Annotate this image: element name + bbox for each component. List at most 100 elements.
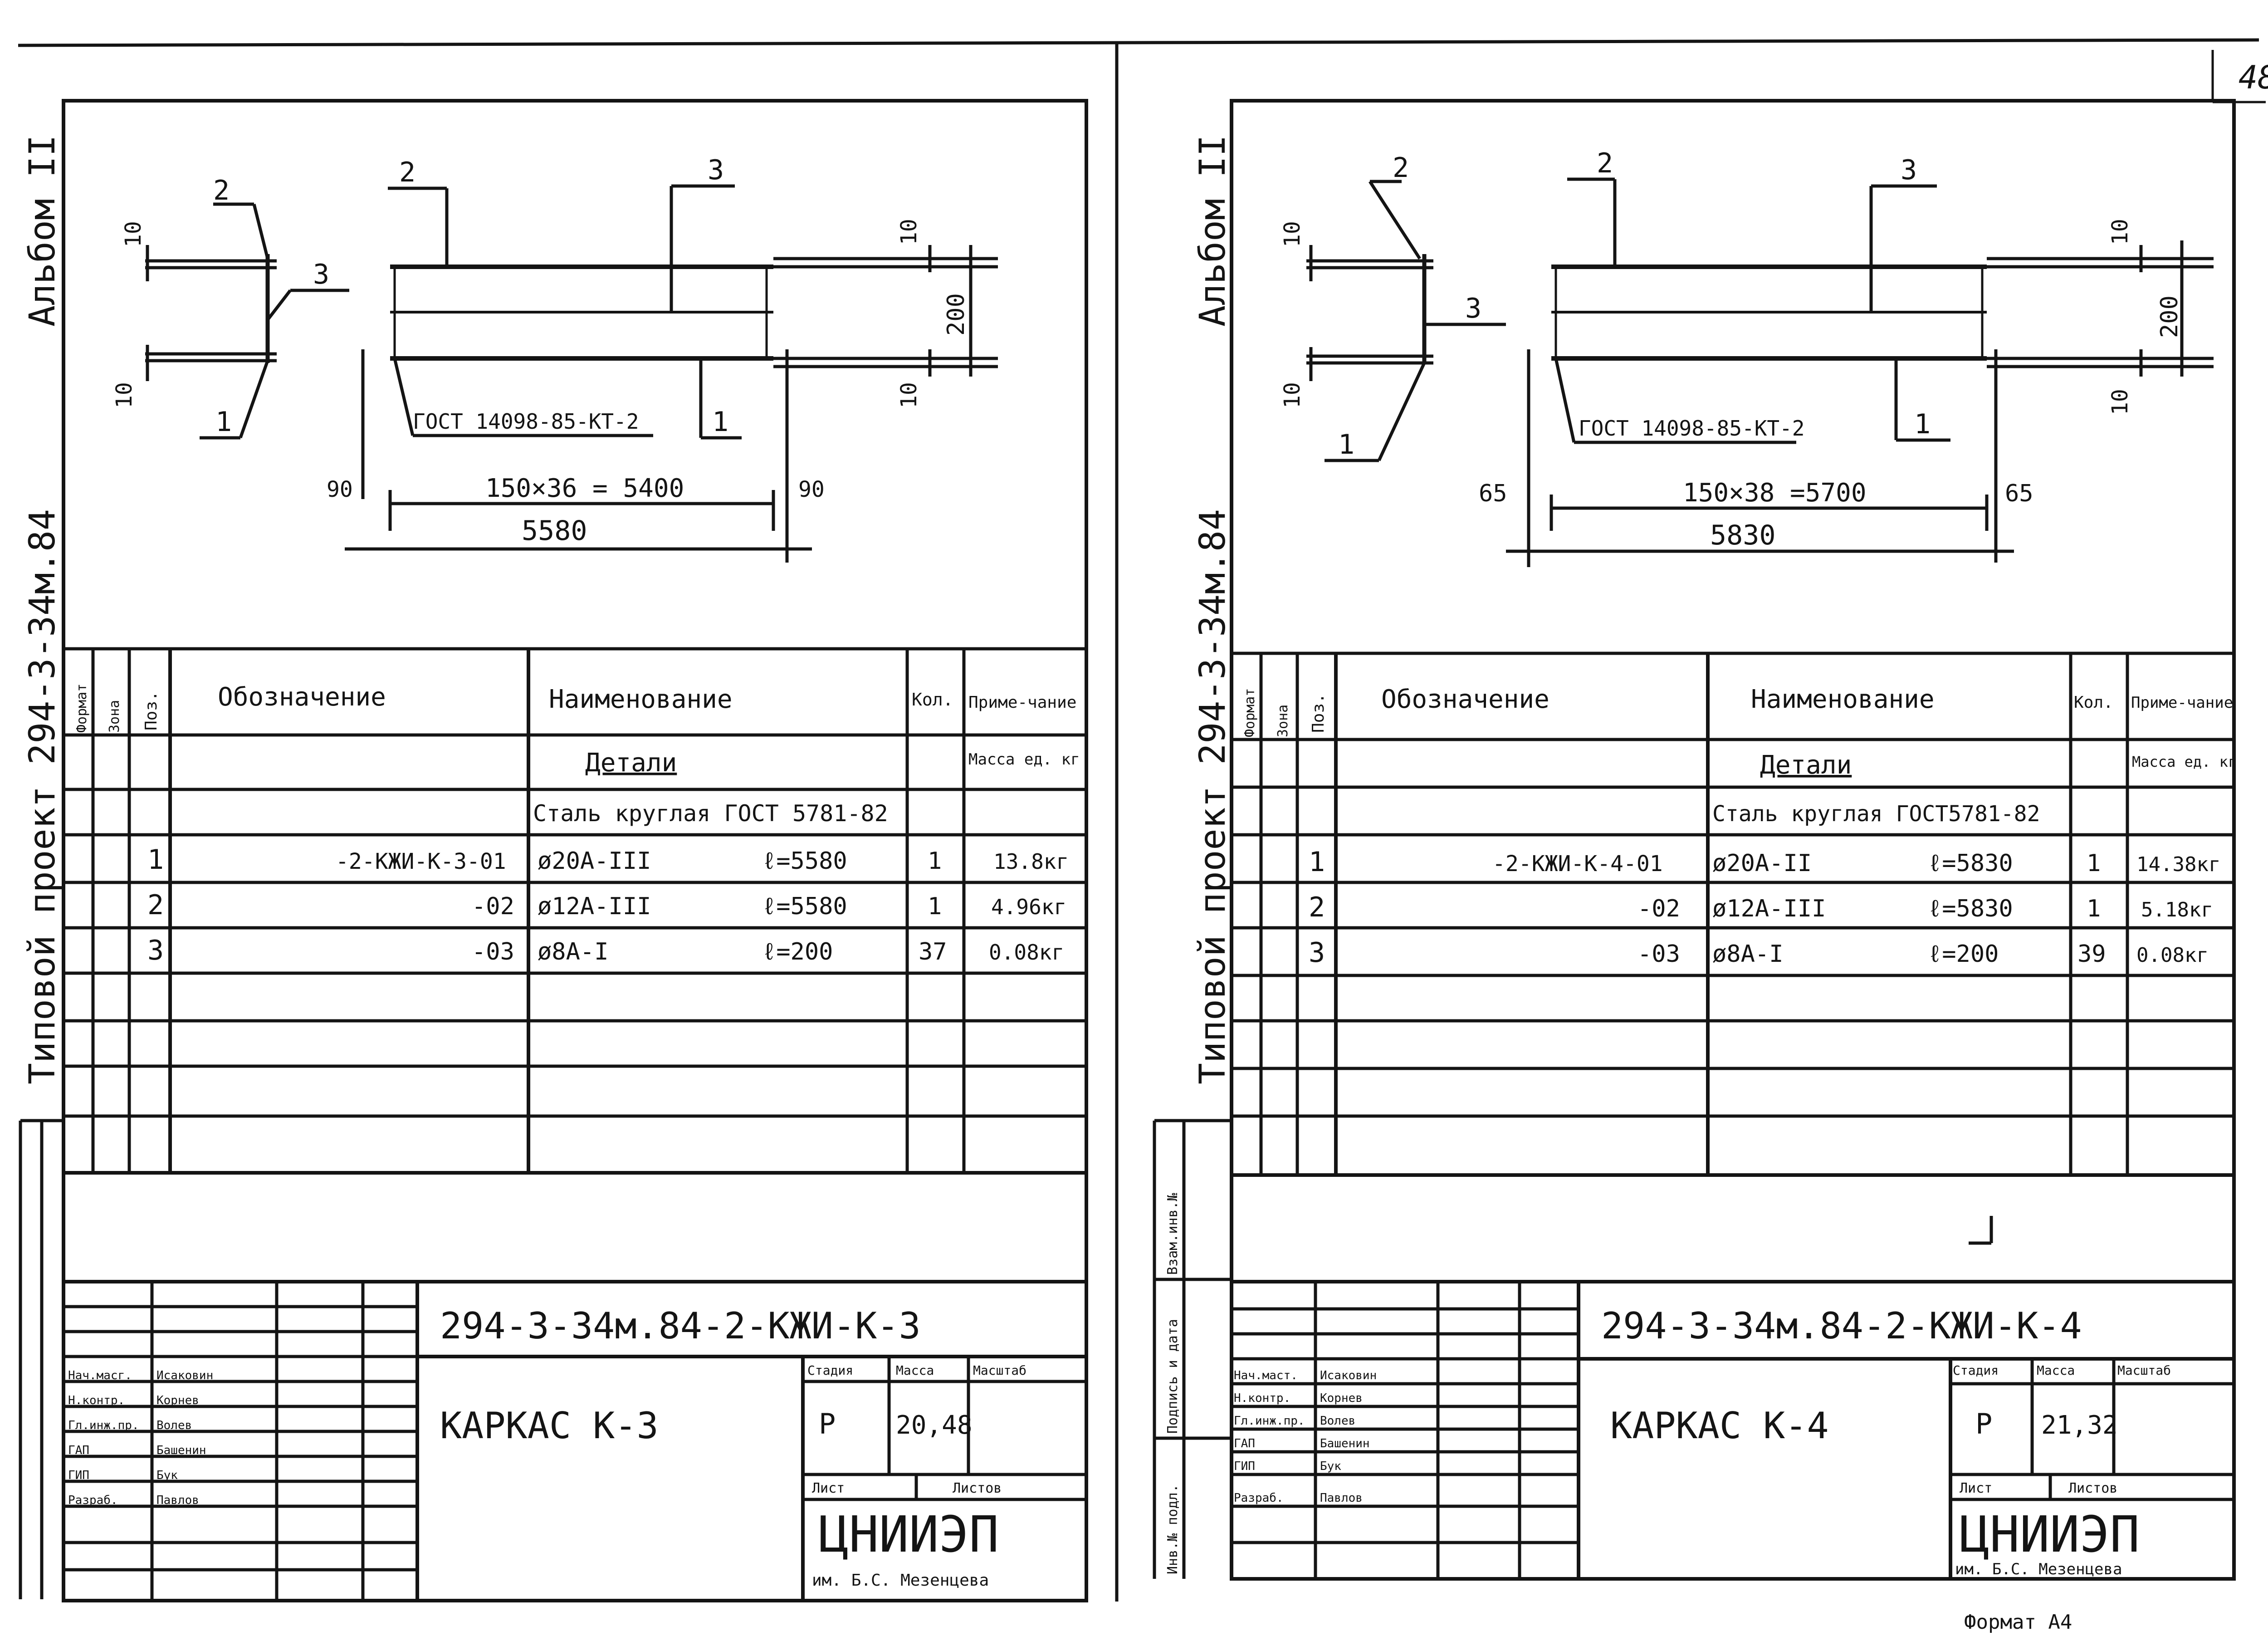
r-material-row: Сталь круглая ГОСТ5781-82 [1712,801,2040,827]
col-designation: Обозначение [218,682,386,712]
stage-value: Р [819,1407,836,1440]
r-pos-2-callout-side: 2 [1597,147,1613,179]
name-6: Павлов [156,1494,199,1507]
r-role-3: Гл.инж.пр. [1234,1414,1305,1428]
mass-header: Масса ед. кг [968,750,1080,769]
r-col-format: Формат [1242,688,1258,737]
right-end-view [1306,180,1506,462]
r-dim-overall: 5830 [1710,519,1776,551]
r-row2-qty: 1 [2087,895,2101,922]
r-row2-pos: 2 [1309,891,1325,923]
doc-code: 294-3-34м.84-2-КЖИ-К-3 [440,1305,921,1347]
pos-2-callout: 2 [213,175,230,206]
row2-pos: 2 [147,889,164,921]
role-4: ГАП [68,1444,89,1457]
r-mass-header: Масса ед. кг [2132,753,2237,770]
r-row3-pos: 3 [1309,937,1325,969]
r-col-note: Приме-чание [2131,694,2233,712]
project-label-left: Типовой проект 294-3-34м.84 [22,509,63,1084]
r-dim-end-right: 65 [2005,480,2033,507]
row3-mass: 0.08кг [989,940,1064,965]
org-name: ЦНИИЭП [819,1505,999,1563]
row2-qty: 1 [928,893,942,920]
left-end-view [145,202,349,440]
r-row2-designation: -02 [1637,895,1680,922]
pos-1-callout-side: 1 [712,406,728,438]
pos-2-callout-side: 2 [399,157,415,188]
col-note: Приме-чание [968,693,1076,712]
right-sheet-frame [1230,99,2236,1581]
album-label-left: Альбом II [22,135,63,327]
r-name-1: Исаковин [1320,1369,1377,1382]
album-label-right: Альбом II [1193,135,1233,327]
scale-label: Масштаб [973,1363,1026,1378]
r-row1-length: ℓ=5830 [1928,850,2013,877]
row3-name: ø8А-I [538,938,609,965]
org-sub: им. Б.С. Мезенцева [812,1571,989,1590]
pos-3-callout: 3 [313,259,329,290]
r-col-designation: Обозначение [1381,685,1549,714]
row2-designation: -02 [472,893,514,920]
role-6: Разраб. [68,1494,118,1507]
r-pos-3-callout: 3 [1465,293,1481,324]
r-role-1: Нач.маст. [1234,1369,1298,1382]
col-qty: Кол. [912,690,953,710]
r-dim-10-top: 10 [1280,221,1305,247]
mass-label: Масса [896,1363,934,1378]
r-name-6: Павлов [1320,1491,1363,1505]
dim-end-right: 90 [798,477,825,502]
r-row1-qty: 1 [2087,850,2101,877]
r-role-2: Н.контр. [1234,1391,1290,1405]
r-stage-value: Р [1975,1407,1992,1440]
r-pos-1-callout: 1 [1338,429,1354,460]
name-1: Исаковин [156,1369,213,1382]
row3-pos: 3 [147,935,164,966]
r-org-name: ЦНИИЭП [1960,1505,2140,1563]
r-mass-label: Масса [2037,1363,2075,1378]
r-name-5: Бук [1320,1460,1341,1473]
r-row3-length: ℓ=200 [1928,940,1999,968]
r-col-zone: Зона [1275,705,1291,737]
mass-value: 20,48 [896,1411,973,1440]
role-3: Гл.инж.пр. [68,1419,139,1432]
r-row3-name: ø8А-I [1712,940,1784,968]
r-row3-mass: 0.08кг [2136,944,2209,967]
r-pos-1-callout-side: 1 [1914,408,1931,440]
r-role-6: Разраб. [1234,1491,1284,1505]
row1-mass: 13.8кг [993,849,1069,874]
project-label-right: Типовой проект 294-3-34м.84 [1193,509,1233,1084]
side-label-1: Взам.инв.№ [1165,1193,1181,1275]
col-format: Формат [74,684,90,733]
row2-mass: 4.96кг [991,895,1066,919]
dim-end-left: 90 [327,477,353,502]
side-label-2: Подпись и дата [1165,1319,1181,1434]
row1-designation: -2-КЖИ-К-3-01 [336,849,506,874]
r-row1-name: ø20А-II [1712,850,1812,877]
row3-designation: -03 [472,938,514,965]
r-row2-mass: 5.18кг [2141,898,2213,921]
r-section-details: Детали [1760,750,1852,780]
r-dim-200: 200 [2156,295,2183,338]
r-stage-label: Стадия [1953,1363,1999,1378]
name-5: Бук [156,1469,178,1482]
role-1: Нач.масг. [68,1369,132,1382]
r-role-4: ГАП [1234,1437,1255,1450]
r-col-name: Наименование [1751,685,1935,714]
row3-length: ℓ=200 [762,938,833,965]
r-row1-mass: 14.38кг [2136,853,2220,876]
row3-qty: 37 [919,938,947,965]
page-number: 48 [2239,59,2268,96]
row1-name: ø20А-III [538,847,651,875]
format-note: Формат А4 [1964,1611,2072,1634]
doc-title: КАРКАС К-3 [440,1405,659,1447]
name-3: Волев [156,1419,192,1432]
dim-overall: 5580 [522,515,587,547]
pos-1-callout: 1 [215,406,232,438]
r-dim-end-left: 65 [1479,480,1507,507]
r-pos-2-callout: 2 [1393,152,1409,184]
row1-pos: 1 [147,844,164,876]
r-sheets-label: Листов [2068,1480,2117,1496]
col-pos: Поз. [142,691,161,730]
